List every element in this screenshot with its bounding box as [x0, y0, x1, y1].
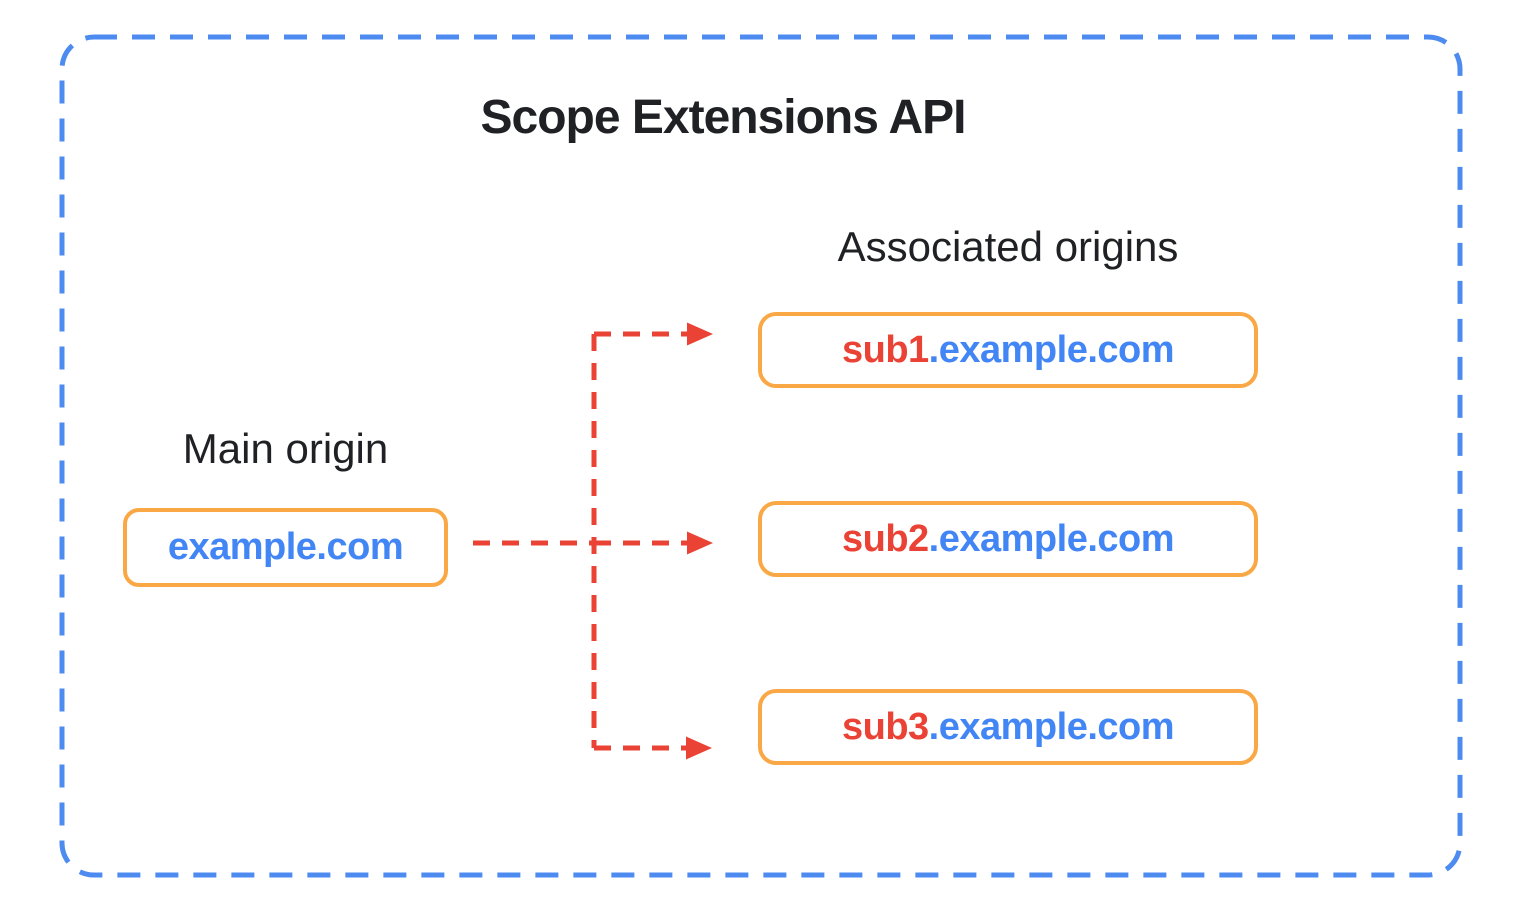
associated-origin-box-sub1: sub1.example.com	[758, 312, 1258, 388]
sub2-subdomain-text: sub2	[841, 517, 929, 560]
main-origin-domain-text: example.com	[167, 526, 404, 568]
associated-origins-label: Associated origins	[837, 223, 1179, 270]
sub3-subdomain-text: sub3	[841, 705, 929, 748]
arrowhead-sub2	[687, 531, 713, 555]
arrowhead-sub3	[686, 736, 712, 760]
associated-origin-box-sub3: sub3.example.com	[758, 689, 1258, 765]
sub3-domain-suffix-text: .example.com	[928, 705, 1175, 748]
main-origin-label: Main origin	[182, 425, 389, 472]
sub1-subdomain-text: sub1	[841, 328, 929, 371]
arrowheads	[686, 322, 713, 760]
associated-origin-box-sub2: sub2.example.com	[758, 501, 1258, 577]
sub2-domain-suffix-text: .example.com	[928, 517, 1175, 560]
main-origin-box: example.com	[123, 508, 448, 587]
diagram-title: Scope Extensions API	[480, 91, 966, 144]
arrowhead-sub1	[687, 322, 713, 346]
connector-arrow-lines	[473, 331, 688, 751]
sub1-domain-suffix-text: .example.com	[928, 328, 1175, 371]
